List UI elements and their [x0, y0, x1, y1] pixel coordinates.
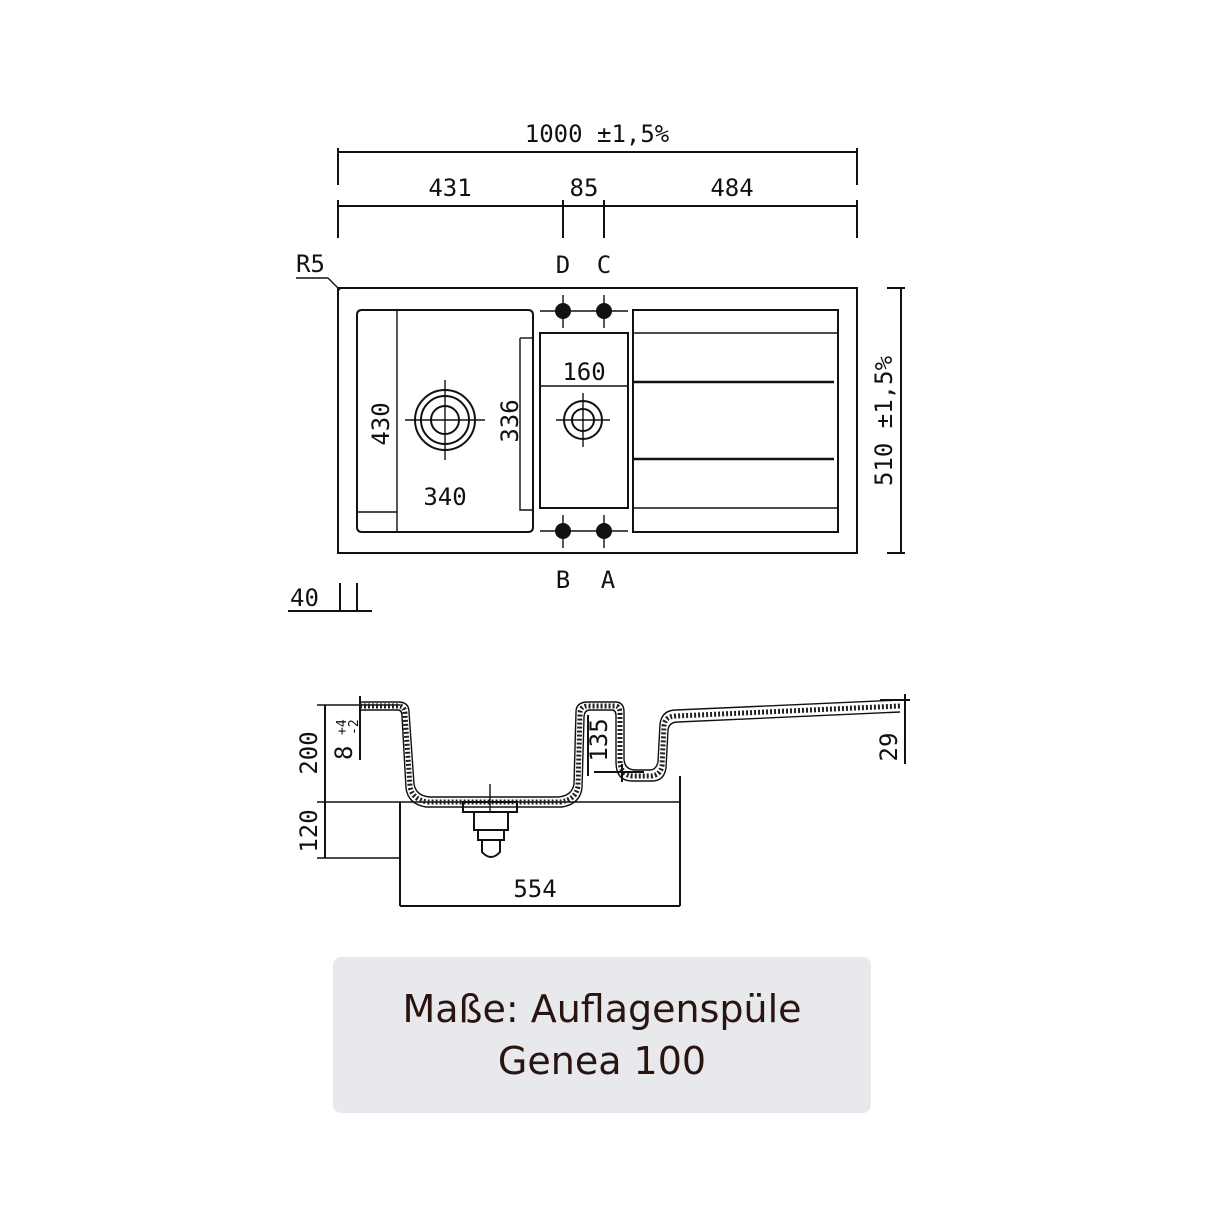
waste-outlet-icon [462, 784, 518, 858]
overall-depth-label: 510 ±1,5% [870, 355, 898, 486]
total-depth-dimension: 200 120 [295, 705, 326, 858]
sink-outline [337, 287, 858, 554]
main-bowl-width-label: 340 [423, 483, 466, 511]
main-bowl-height-label: 430 [367, 402, 395, 445]
tap-hole-d-icon [555, 303, 571, 319]
tap-holes [540, 295, 628, 548]
small-bowl-depth-dimension: 135 [585, 715, 613, 776]
small-bowl: 160 336 [496, 332, 629, 509]
tap-hole-c-label: C [597, 251, 611, 279]
tap-hole-a-icon [596, 523, 612, 539]
segment-right-label: 484 [710, 174, 753, 202]
rim-offset-label: 8 [330, 746, 358, 760]
top-view: 1000 ±1,5% 431 85 484 D C R5 [288, 120, 905, 612]
sink-section-profile [360, 703, 901, 805]
waste-height-label: 120 [295, 809, 323, 852]
caption-line-2: Genea 100 [497, 1039, 707, 1083]
rim-offset-dimension: 8 +4 -2 [330, 719, 362, 760]
overall-width-dimension: 1000 ±1,5% [337, 120, 858, 185]
caption-line-1: Maße: Auflagenspüle [402, 987, 802, 1031]
rim-thickness-label: 40 [290, 584, 319, 612]
rim-thickness-dimension: 40 [288, 583, 372, 612]
segment-left-label: 431 [428, 174, 471, 202]
small-bowl-depth-label: 135 [585, 718, 613, 761]
rim-tolerance-minus-label: -2 [347, 719, 362, 735]
caption-box: Maße: Auflagenspüle Genea 100 [333, 957, 871, 1113]
segment-middle-label: 85 [570, 174, 599, 202]
small-bowl-width-label: 160 [562, 358, 605, 386]
corner-radius-callout: R5 [296, 250, 341, 291]
overall-depth-dimension: 510 ±1,5% [870, 287, 905, 554]
segment-dimensions: 431 85 484 [337, 174, 858, 238]
bowl-span-dimension: 554 [399, 776, 681, 907]
tap-hole-b-label: B [556, 566, 570, 594]
overall-width-label: 1000 ±1,5% [525, 120, 670, 148]
small-drain-icon [556, 393, 610, 447]
tap-hole-a-label: A [601, 566, 616, 594]
tap-hole-d-label: D [556, 251, 570, 279]
total-depth-label: 200 [295, 731, 323, 774]
section-view: 200 120 8 +4 -2 135 29 554 [295, 694, 910, 907]
small-bowl-height-label: 336 [496, 399, 524, 442]
main-bowl: 430 340 [356, 309, 534, 533]
corner-radius-label: R5 [296, 250, 325, 278]
main-drain-icon [405, 380, 485, 460]
tap-hole-b-icon [555, 523, 571, 539]
tap-hole-c-icon [596, 303, 612, 319]
rim-tolerance-plus-label: +4 [335, 719, 350, 735]
drainboard-height-label: 29 [875, 733, 903, 762]
drainboard-height-dimension: 29 [875, 694, 910, 764]
bowl-span-label: 554 [513, 875, 556, 903]
drainboard [632, 309, 839, 533]
